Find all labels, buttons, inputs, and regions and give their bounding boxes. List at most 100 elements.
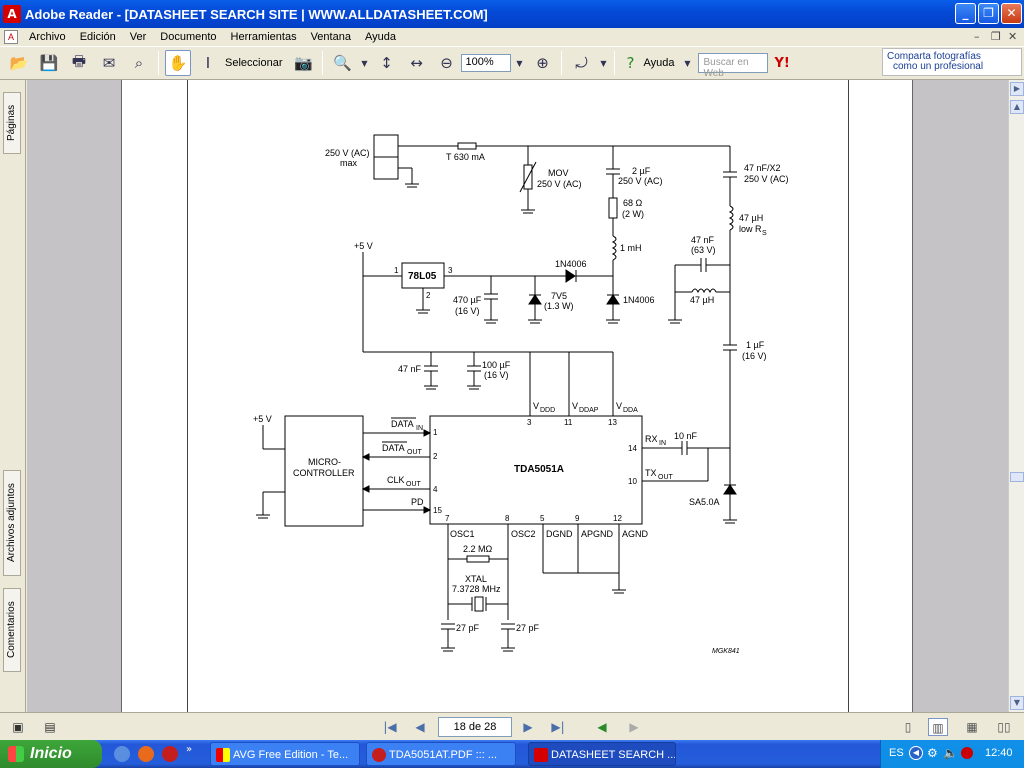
- page-number-input[interactable]: 18 de 28: [438, 717, 512, 737]
- tab-pages[interactable]: Páginas: [3, 92, 21, 154]
- first-page-icon[interactable]: |◀: [383, 720, 397, 734]
- single-page-icon[interactable]: ▯: [904, 720, 912, 734]
- photo-ad-banner[interactable]: Comparta fotografías como un profesional: [882, 48, 1022, 76]
- help-icon[interactable]: ?: [626, 54, 635, 72]
- c-470uf-label: 470 µF: [453, 295, 482, 305]
- doc-minimize-icon[interactable]: –: [974, 30, 980, 43]
- save-icon[interactable]: 💾: [39, 54, 59, 72]
- chevron-down-icon[interactable]: ▼: [361, 58, 368, 68]
- print-icon[interactable]: 🖶: [71, 51, 87, 70]
- ie-icon[interactable]: [114, 746, 130, 762]
- maximize-button[interactable]: ❐: [978, 3, 999, 24]
- rx-in-sub-label: IN: [659, 440, 666, 447]
- fit-height-icon[interactable]: ↕: [380, 54, 393, 72]
- doc-close-icon[interactable]: ✕: [1008, 30, 1018, 43]
- fuse: [457, 142, 477, 150]
- menu-ver[interactable]: Ver: [129, 31, 147, 43]
- mov-label: MOV: [548, 168, 569, 178]
- zoom-in-icon[interactable]: ⊕: [536, 54, 549, 72]
- osc2-label: OSC2: [511, 529, 536, 539]
- next-page-icon[interactable]: ▶: [523, 720, 533, 734]
- scroll-down-icon[interactable]: ▼: [1010, 696, 1024, 710]
- back-icon[interactable]: ◀: [597, 720, 607, 734]
- start-button[interactable]: Inicio: [0, 740, 102, 768]
- menu-ventana[interactable]: Ventana: [310, 31, 351, 43]
- scroll-thumb[interactable]: [1010, 472, 1024, 482]
- ad-line-1: Comparta fotografías: [887, 51, 981, 62]
- page-content-frame: [187, 80, 849, 712]
- task-avg[interactable]: AVG Free Edition - Te...: [210, 742, 360, 766]
- continuous-icon[interactable]: ▥: [928, 718, 948, 736]
- task-datasheet[interactable]: DATASHEET SEARCH ...: [528, 742, 676, 766]
- snapshot-icon[interactable]: 📷: [294, 54, 313, 72]
- tda5051a-chip: [429, 415, 643, 525]
- close-button[interactable]: ✕: [1001, 3, 1022, 24]
- last-page-icon[interactable]: ▶|: [551, 720, 565, 734]
- pin8-label: 8: [505, 514, 510, 523]
- web-search-input[interactable]: Buscar en Web: [698, 53, 769, 79]
- yahoo-icon[interactable]: Y!: [774, 55, 790, 71]
- forward-icon[interactable]: ▶: [629, 720, 639, 734]
- title-bar[interactable]: A Adobe Reader - [DATASHEET SEARCH SITE …: [0, 0, 1024, 28]
- panel-toggle-icon[interactable]: ▣: [12, 720, 24, 734]
- zoom-dropdown-icon[interactable]: ▼: [516, 58, 523, 68]
- help-button[interactable]: Ayuda: [643, 57, 675, 69]
- menu-ayuda[interactable]: Ayuda: [364, 31, 396, 43]
- opera-icon[interactable]: [162, 746, 178, 762]
- microcontroller: [284, 415, 364, 527]
- tab-attachments[interactable]: Archivos adjuntos: [3, 470, 21, 576]
- adobe-icon[interactable]: A: [3, 5, 21, 23]
- menu-archivo[interactable]: Archivo: [29, 31, 66, 43]
- xtal-label: XTAL: [465, 574, 487, 584]
- document-viewer[interactable]: 250 V (AC) max T 630 mA MOV 250 V (AC): [27, 80, 1008, 712]
- diode-1n4006-b-label: 1N4006: [623, 295, 655, 305]
- minimize-button[interactable]: _: [955, 3, 976, 24]
- task-tda5051at[interactable]: TDA5051AT.PDF ::: ...: [366, 742, 516, 766]
- clock[interactable]: 12:40: [985, 747, 1013, 759]
- regulator-label: 78L05: [408, 271, 437, 282]
- find-icon[interactable]: ⌕: [134, 54, 144, 72]
- select-tool-icon[interactable]: I: [205, 54, 211, 72]
- firefox-icon[interactable]: [138, 746, 154, 762]
- pin7-label: 7: [445, 514, 450, 523]
- network-icon[interactable]: ⚙: [927, 746, 938, 760]
- quicklaunch-more-icon[interactable]: »: [186, 744, 193, 755]
- expand-panel-icon[interactable]: ▶: [1010, 82, 1024, 96]
- vertical-scrollbar[interactable]: ▶ ▲ ▼: [1008, 80, 1024, 712]
- rotate-icon[interactable]: ⤾: [575, 54, 588, 72]
- facing-icon[interactable]: ▦: [966, 720, 978, 734]
- document-icon[interactable]: A: [4, 30, 18, 44]
- pdf-page: 250 V (AC) max T 630 mA MOV 250 V (AC): [121, 80, 913, 712]
- l-1mh-label: 1 mH: [620, 243, 642, 253]
- plus5v-top-label: +5 V: [354, 241, 373, 251]
- tab-comments[interactable]: Comentarios: [3, 588, 21, 672]
- rotate-dropdown-icon[interactable]: ▼: [600, 58, 607, 68]
- zoom-in-tool-icon[interactable]: 🔍: [333, 54, 352, 72]
- r-22m-label: 2.2 MΩ: [463, 544, 493, 554]
- menu-herramientas[interactable]: Herramientas: [230, 31, 297, 43]
- previous-page-icon[interactable]: ◀: [415, 720, 425, 734]
- hand-tool-icon[interactable]: ✋: [165, 50, 191, 76]
- vddap-sub-label: DDAP: [579, 407, 599, 414]
- menu-edicion[interactable]: Edición: [79, 31, 116, 43]
- language-indicator[interactable]: ES: [889, 747, 904, 759]
- page-layout-icon[interactable]: ▤: [44, 720, 56, 734]
- zoom-out-icon[interactable]: ⊖: [440, 54, 453, 72]
- mains-label: 250 V (AC): [325, 148, 370, 158]
- security-icon[interactable]: [961, 747, 973, 759]
- volume-icon[interactable]: 🔈: [943, 746, 958, 760]
- select-tool-label[interactable]: Seleccionar: [225, 57, 283, 69]
- l-1mh: [611, 235, 617, 261]
- scroll-up-icon[interactable]: ▲: [1010, 100, 1024, 114]
- menu-documento[interactable]: Documento: [160, 31, 217, 43]
- email-icon[interactable]: ✉: [102, 54, 116, 72]
- doc-restore-icon[interactable]: ❐: [991, 30, 1001, 43]
- mcu-line1-label: MICRO-: [308, 457, 341, 467]
- help-dropdown-icon[interactable]: ▼: [684, 58, 691, 68]
- open-icon[interactable]: 📂: [9, 54, 29, 72]
- continuous-facing-icon[interactable]: ▯▯: [997, 720, 1011, 734]
- tray-expand-icon[interactable]: ◀: [909, 746, 923, 760]
- zoom-input[interactable]: 100%: [461, 54, 512, 72]
- reg-pin2-label: 2: [426, 291, 431, 300]
- fit-width-icon[interactable]: ↔: [410, 54, 423, 72]
